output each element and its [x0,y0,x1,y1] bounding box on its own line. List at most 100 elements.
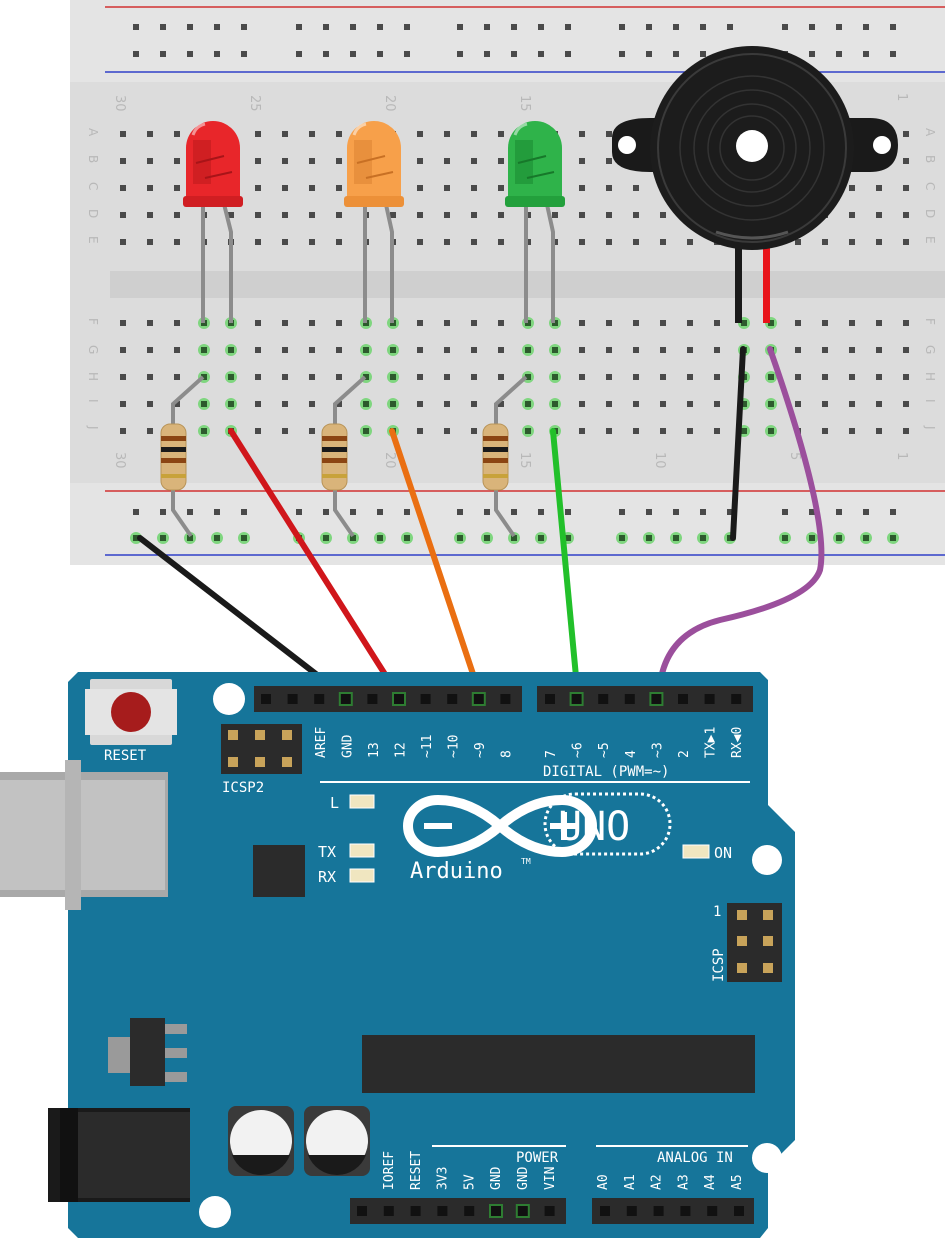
led-tx [349,843,375,858]
header-pin [261,694,271,704]
breadboard-hole [498,185,504,191]
breadboard-hole [903,158,909,164]
breadboard-hole [417,239,423,245]
breadboard-hole [417,347,423,353]
digital-pin-label-12: ~3 [650,742,665,758]
col-num-20-top: 20 [382,95,397,112]
icsp2-pin [255,757,265,767]
row-letter-h-right: H [923,372,937,381]
breadboard-hole [849,320,855,326]
power-pin-label-4: GND [489,1166,504,1190]
rail-hole [727,24,733,30]
breadboard-hole [309,401,315,407]
reset-label: RESET [104,748,147,764]
breadboard-hole [741,428,747,434]
rail-hole [160,509,166,515]
breadboard-hole [309,347,315,353]
trademark-label: TM [521,857,531,866]
rail-hole [890,24,896,30]
breadboard-hole [903,131,909,137]
breadboard-hole [633,320,639,326]
breadboard-hole [363,401,369,407]
digital-pin-label-8: 7 [544,750,559,758]
led-rx [349,868,375,883]
rail-hole [727,509,733,515]
wire-black-buzzer [730,346,746,541]
rail-hole [890,535,896,541]
led-green [505,121,565,207]
header-pin [437,1206,448,1216]
breadboard-hole [390,374,396,380]
header-pin [491,1206,501,1216]
breadboard-hole [903,401,909,407]
col-num-15-bottom: 15 [517,452,532,469]
breadboard-hole [147,320,153,326]
col-num-1-top: 1 [894,93,909,101]
breadboard-hole [417,158,423,164]
breadboard-hole [471,401,477,407]
breadboard-hole [147,374,153,380]
rail-hole [133,51,139,57]
rail-hole [214,535,220,541]
breadboard-hole [660,401,666,407]
row-letter-f: F [86,318,100,325]
reset-button[interactable] [85,679,177,745]
breadboard-hole [147,239,153,245]
breadboard-hole [903,347,909,353]
led-orange [344,121,404,207]
col-num-10-bottom: 10 [652,452,667,469]
rail-hole [809,24,815,30]
row-letter-j-right: J [923,425,937,430]
digital-pin-label-14: TX▶1 [704,727,719,758]
icsp-header [727,903,782,982]
rail-hole [377,24,383,30]
usb-chip [253,845,305,897]
icsp-pin [737,963,747,973]
model-label: UNO [558,804,630,850]
breadboard-hole [309,239,315,245]
icsp-pin1-label: 1 [713,904,721,920]
breadboard-hole [282,239,288,245]
breadboard-hole [120,347,126,353]
breadboard-hole [606,131,612,137]
header-pin [653,1206,664,1216]
breadboard-hole [228,347,234,353]
breadboard-hole [822,374,828,380]
header-pin [464,1206,475,1216]
breadboard-hole [444,320,450,326]
rail-hole [296,24,302,30]
power-pin-holes [357,1204,555,1218]
header-pin [734,1206,744,1216]
breadboard-hole [309,158,315,164]
header-pin [394,694,404,704]
led-red [183,121,243,207]
col-num-30-bottom: 30 [112,452,127,469]
breadboard-hole [336,374,342,380]
breadboard-hole [282,347,288,353]
breadboard-hole [120,212,126,218]
breadboard-hole [282,320,288,326]
breadboard-hole [444,428,450,434]
breadboard-hole [660,374,666,380]
icsp-pin [763,963,773,973]
row-letter-h: H [86,372,100,381]
breadboard-hole [768,401,774,407]
analog-pin-label-2: A2 [650,1174,665,1190]
rail-hole [836,51,842,57]
row-letter-c: C [86,182,100,190]
analog-pin-holes [600,1206,744,1216]
header-pin [598,694,609,704]
rail-hole [377,535,383,541]
piezo-buzzer [612,46,898,323]
rail-hole [241,51,247,57]
breadboard-hole [714,374,720,380]
rail-hole [565,509,571,515]
header-pin [704,694,715,704]
breadboard-hole [471,185,477,191]
rail-hole [350,51,356,57]
breadboard-hole [255,158,261,164]
breadboard-hole [282,374,288,380]
breadboard-hole [579,320,585,326]
arduino-logo [403,795,597,858]
